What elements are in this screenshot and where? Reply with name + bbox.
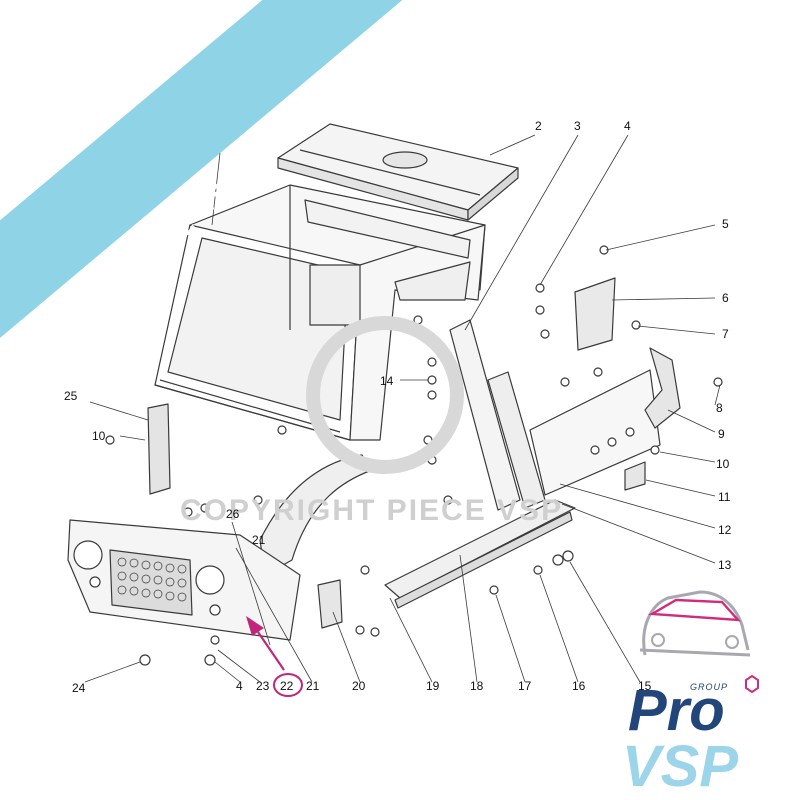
leader-lines xyxy=(84,134,721,683)
front-bumper xyxy=(67,519,301,641)
callout-2: 2 xyxy=(535,119,542,133)
callout-13: 13 xyxy=(718,558,732,572)
right-pillar xyxy=(449,319,546,511)
callout-21: 21 xyxy=(306,679,320,693)
side-sill xyxy=(384,499,576,609)
callout-23: 23 xyxy=(256,679,270,693)
callout-21-upper: 21 xyxy=(252,533,266,547)
callout-10-right: 10 xyxy=(716,457,730,471)
logo-pro-text: Pro xyxy=(628,678,725,743)
callout-10: 10 xyxy=(92,429,106,443)
callout-3: 3 xyxy=(574,119,581,133)
callout-22: 22 xyxy=(280,679,294,693)
callout-15: 15 xyxy=(638,679,652,693)
callout-9: 9 xyxy=(718,427,725,441)
mount-bracket xyxy=(317,579,343,629)
callout-8: 8 xyxy=(716,401,723,415)
side-plate xyxy=(574,277,616,351)
callout-20: 20 xyxy=(352,679,366,693)
roof-panel xyxy=(277,123,519,221)
logo-group-text: GROUP xyxy=(690,682,728,692)
corner-bracket xyxy=(644,347,681,429)
provsp-logo: GROUP Pro VSP xyxy=(622,590,759,799)
watermark-text: COPYRIGHT PIECE VSP xyxy=(180,494,563,527)
callout-5: 5 xyxy=(722,217,729,231)
callout-4-lower: 4 xyxy=(236,679,243,693)
callout-16: 16 xyxy=(572,679,586,693)
copyright-watermark: COPYRIGHT PIECE VSP xyxy=(180,316,563,527)
callout-19: 19 xyxy=(426,679,440,693)
small-bracket xyxy=(624,461,646,491)
logo-vsp-text: VSP xyxy=(622,734,738,799)
callout-26: 26 xyxy=(226,507,240,521)
callout-17: 17 xyxy=(518,679,532,693)
pillar-cover xyxy=(147,403,171,495)
callout-11: 11 xyxy=(718,490,731,504)
callout-6: 6 xyxy=(722,291,729,305)
callout-numbers: 1 2 3 4 5 6 7 8 9 10 10 11 12 13 14 15 1… xyxy=(64,119,732,695)
callout-4: 4 xyxy=(624,119,631,133)
callout-12: 12 xyxy=(718,523,732,537)
highlight-arrow xyxy=(246,616,303,697)
callout-25: 25 xyxy=(64,389,78,403)
fasteners xyxy=(105,245,723,666)
callout-14: 14 xyxy=(380,374,394,388)
callout-18: 18 xyxy=(470,679,484,693)
callout-7: 7 xyxy=(722,327,729,341)
callout-24: 24 xyxy=(72,681,86,695)
rear-side-panel xyxy=(529,369,661,496)
